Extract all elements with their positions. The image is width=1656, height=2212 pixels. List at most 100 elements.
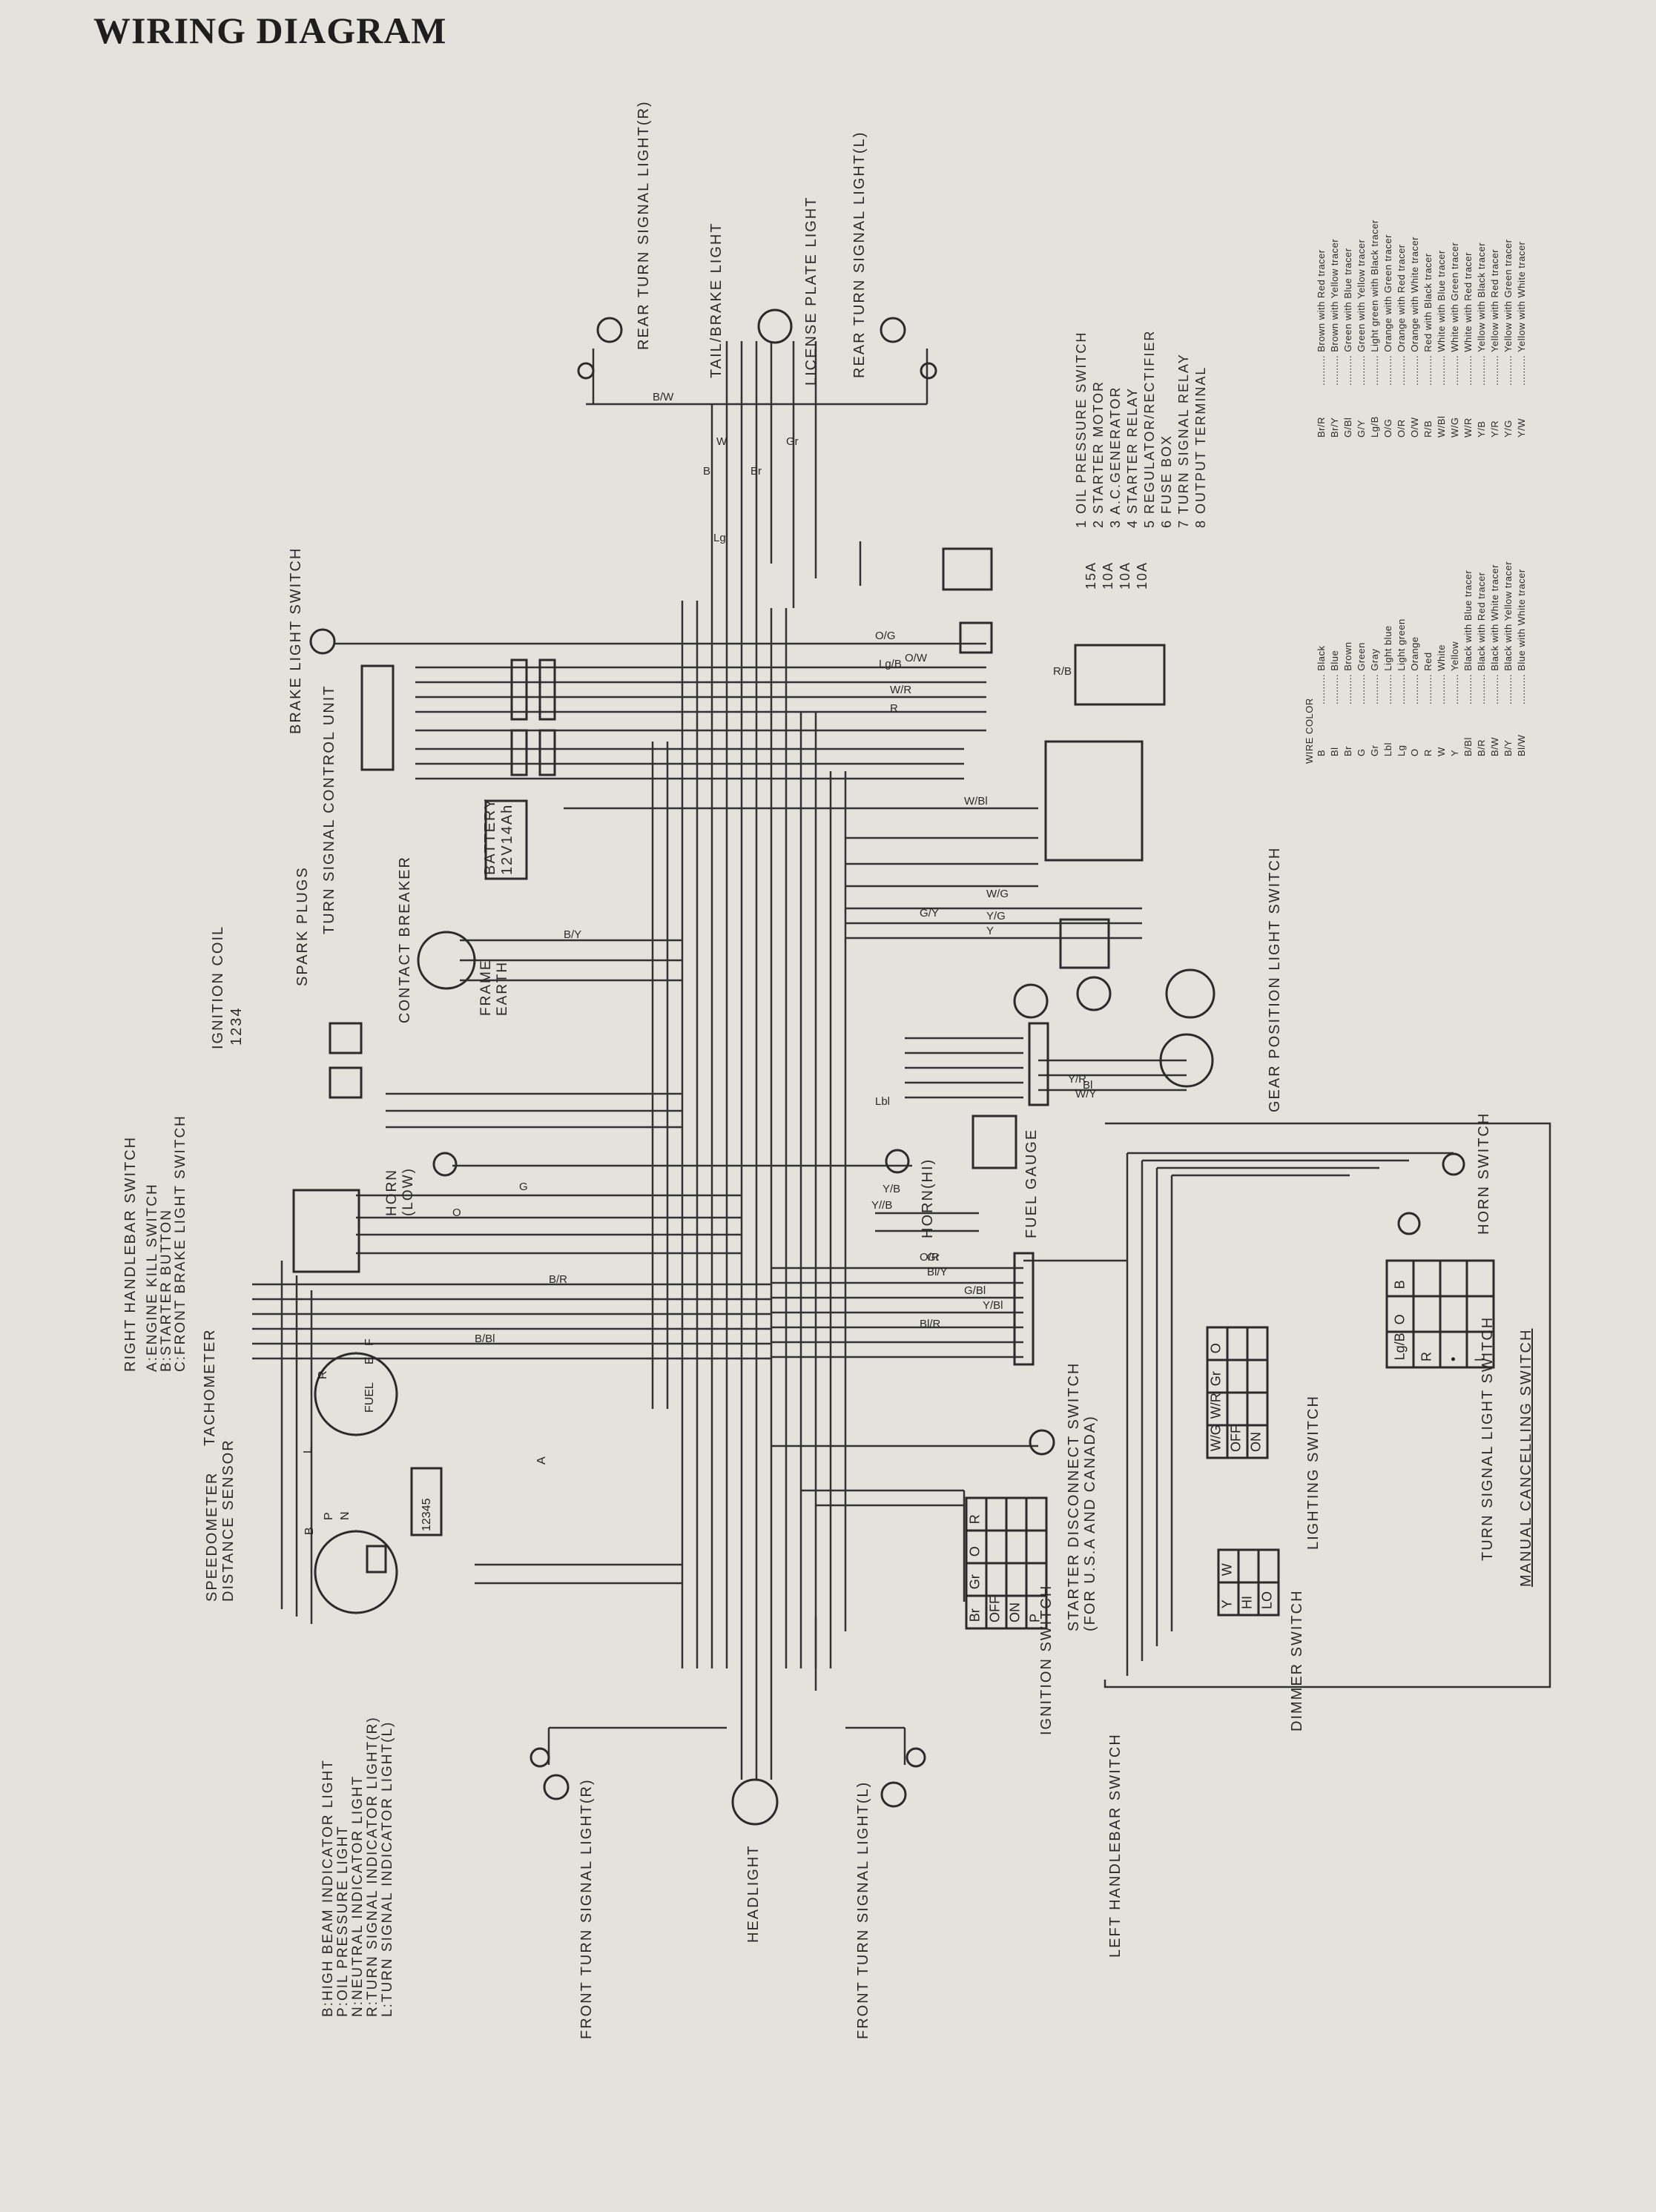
wire-color-tracer-2: G/Bl.......... Green with Blue tracer bbox=[1342, 219, 1355, 438]
ignition-header-2: Gr bbox=[968, 1574, 983, 1589]
front-turn-signal-l-label: FRONT TURN SIGNAL LIGHT(L) bbox=[855, 1780, 871, 2039]
wire-name: .......... Brown with Yellow tracer bbox=[1329, 238, 1340, 386]
wire-label-6: O/G bbox=[875, 630, 896, 642]
turn-row-2: L bbox=[1472, 1354, 1487, 1361]
wire-label-29: W/Y bbox=[1075, 1088, 1096, 1100]
wire-color-solid-11: B/Bl.......... Black with Blue tracer bbox=[1462, 561, 1475, 756]
wire-label-17: Y/B bbox=[883, 1183, 900, 1195]
indicator-legend-r: R:TURN SIGNAL INDICATOR LIGHT(R) bbox=[365, 1716, 380, 2017]
wire-code: W/Bl bbox=[1436, 415, 1447, 438]
legend-item-2: 2 STARTER MOTOR bbox=[1091, 380, 1106, 528]
indicator-legend-b: B:HIGH BEAM INDICATOR LIGHT bbox=[320, 1759, 336, 2017]
wire-code: Br/R bbox=[1316, 417, 1327, 438]
wire-color-solid-8: R .......... Red bbox=[1422, 561, 1435, 756]
wire-code: Gr bbox=[1369, 745, 1380, 756]
wire-label-32: G bbox=[519, 1181, 528, 1193]
legend-item-8: 8 OUTPUT TERMINAL bbox=[1193, 366, 1208, 528]
wire-code: O/W bbox=[1409, 417, 1420, 438]
wire-code: Y/R bbox=[1489, 420, 1500, 438]
r-indicator-label: R bbox=[317, 1370, 329, 1379]
wire-name: .......... Light blue bbox=[1382, 625, 1393, 704]
wire-color-tracer-5: O/G.......... Orange with Green tracer bbox=[1382, 219, 1395, 438]
wire-label-15: B/Y bbox=[564, 928, 581, 941]
speedometer-label: SPEEDOMETER bbox=[204, 1471, 220, 1602]
wire-label-25: Lg/B bbox=[879, 658, 902, 670]
wire-name: .......... Black with Red tracer bbox=[1476, 572, 1487, 704]
wire-code: R bbox=[1422, 749, 1434, 756]
wire-name: .......... Yellow with Red tracer bbox=[1489, 248, 1500, 386]
wire-code: Br/Y bbox=[1329, 417, 1340, 438]
wire-name: .......... Orange bbox=[1409, 636, 1420, 704]
wire-label-13: Y bbox=[986, 925, 994, 937]
wire-code: Lbl bbox=[1382, 742, 1393, 756]
wire-label-21: Bl/R bbox=[920, 1318, 941, 1330]
wire-code: Br bbox=[1342, 746, 1353, 756]
right-handlebar-switch-label: RIGHT HANDLEBAR SWITCH bbox=[122, 1135, 139, 1372]
wire-code: Bl bbox=[1329, 747, 1340, 756]
fuel-label: FUEL bbox=[363, 1382, 376, 1413]
ignition-header-0: R bbox=[968, 1514, 983, 1524]
spark-plugs-label: SPARK PLUGS bbox=[294, 866, 311, 986]
fuse-rating-2: 10A bbox=[1101, 561, 1115, 590]
wire-name: .......... Red with Black tracer bbox=[1422, 253, 1434, 386]
wire-harness bbox=[252, 341, 1551, 1780]
fuse-rating-4: 10A bbox=[1135, 561, 1149, 590]
turn-row-0: R bbox=[1419, 1352, 1434, 1361]
legend-item-7: 7 TURN SIGNAL RELAY bbox=[1176, 353, 1191, 528]
fuse-rating-3: 10A bbox=[1118, 561, 1132, 590]
fuel-f-label: F bbox=[363, 1338, 376, 1346]
wire-color-solid-7: O.......... Orange bbox=[1408, 561, 1422, 756]
wire-code: W bbox=[1436, 747, 1447, 756]
n-indicator-label: N bbox=[339, 1511, 352, 1520]
wire-color-solid-0: B.......... Black bbox=[1315, 561, 1328, 756]
wire-color-solid-4: Gr.......... Gray bbox=[1368, 561, 1382, 756]
wire-label-31: R/B bbox=[1053, 665, 1072, 678]
wire-name: .......... Black with Yellow tracer bbox=[1502, 561, 1514, 704]
wire-color-tracer-1: Br/Y .......... Brown with Yellow tracer bbox=[1328, 219, 1342, 438]
wire-color-tracer-9: W/Bl.......... White with Blue tracer bbox=[1435, 219, 1448, 438]
wire-label-9: R bbox=[890, 702, 898, 715]
wire-name: .......... Black with Blue tracer bbox=[1462, 569, 1474, 704]
legend-item-4: 4 STARTER RELAY bbox=[1125, 386, 1140, 528]
ignition-coil-cylinders: 1234 bbox=[228, 1006, 245, 1046]
wire-color-tracer-0: Br/R.......... Brown with Red tracer bbox=[1315, 219, 1328, 438]
rh-switch-c: C:FRONT BRAKE LIGHT SWITCH bbox=[173, 1115, 188, 1372]
wire-color-solid-12: B/R.......... Black with Red tracer bbox=[1475, 561, 1488, 756]
wire-color-solid-6: Lg .......... Light green bbox=[1395, 561, 1408, 756]
wire-label-18: Gr bbox=[927, 1251, 940, 1264]
wire-color-tracer-11: W/R.......... White with Red tracer bbox=[1462, 219, 1475, 438]
wire-name: .......... Black with White tracer bbox=[1489, 564, 1500, 704]
wire-label-14: G/Y bbox=[920, 907, 939, 920]
wire-label-11: W/G bbox=[986, 888, 1009, 900]
wire-name: .......... Green with Blue tracer bbox=[1342, 248, 1353, 386]
legend-item-3: 3 A.C.GENERATOR bbox=[1108, 386, 1123, 528]
turn-row-1: • bbox=[1445, 1357, 1460, 1361]
wire-label-4: Gr bbox=[786, 435, 799, 448]
wire-label-2: W bbox=[716, 435, 728, 448]
wire-name: .......... White with Green tracer bbox=[1449, 242, 1460, 386]
wire-label-8: W/R bbox=[890, 684, 911, 696]
horn-low-label: HORN (LOW) bbox=[384, 1167, 416, 1216]
wire-name: .......... Red bbox=[1422, 652, 1434, 704]
legend-item-6: 6 FUSE BOX bbox=[1159, 434, 1174, 528]
wire-name: .......... Green bbox=[1356, 642, 1367, 704]
wire-color-tracer-13: Y/R .......... Yellow with Red tracer bbox=[1488, 219, 1502, 438]
wire-name: .......... Light green bbox=[1396, 618, 1407, 704]
wire-code: G bbox=[1356, 748, 1367, 756]
b-indicator-label: B bbox=[303, 1527, 316, 1535]
brake-light-switch-label: BRAKE LIGHT SWITCH bbox=[288, 547, 304, 734]
left-handlebar-switch-label: LEFT HANDLEBAR SWITCH bbox=[1107, 1733, 1124, 1958]
wire-code: Bl/W bbox=[1516, 734, 1527, 756]
wire-color-tracer-14: Y/G.......... Yellow with Green tracer bbox=[1502, 219, 1515, 438]
wire-color-tracer-4: Lg/B.......... Light green with Black tr… bbox=[1368, 219, 1382, 438]
wire-code: Y bbox=[1449, 749, 1460, 756]
wire-label-30: Y//B bbox=[871, 1199, 892, 1212]
manual-cancelling-switch-label: MANUAL CANCELLING SWITCH bbox=[1518, 1328, 1534, 1587]
wire-color-solid-5: Lbl .......... Light blue bbox=[1382, 561, 1395, 756]
wire-color-solid-14: B/Y.......... Black with Yellow tracer bbox=[1502, 561, 1515, 756]
legend-item-1: 1 OIL PRESSURE SWITCH bbox=[1074, 331, 1089, 528]
wire-code: Lg bbox=[1396, 745, 1407, 756]
front-turn-signal-r-label: FRONT TURN SIGNAL LIGHT(R) bbox=[578, 1778, 595, 2039]
